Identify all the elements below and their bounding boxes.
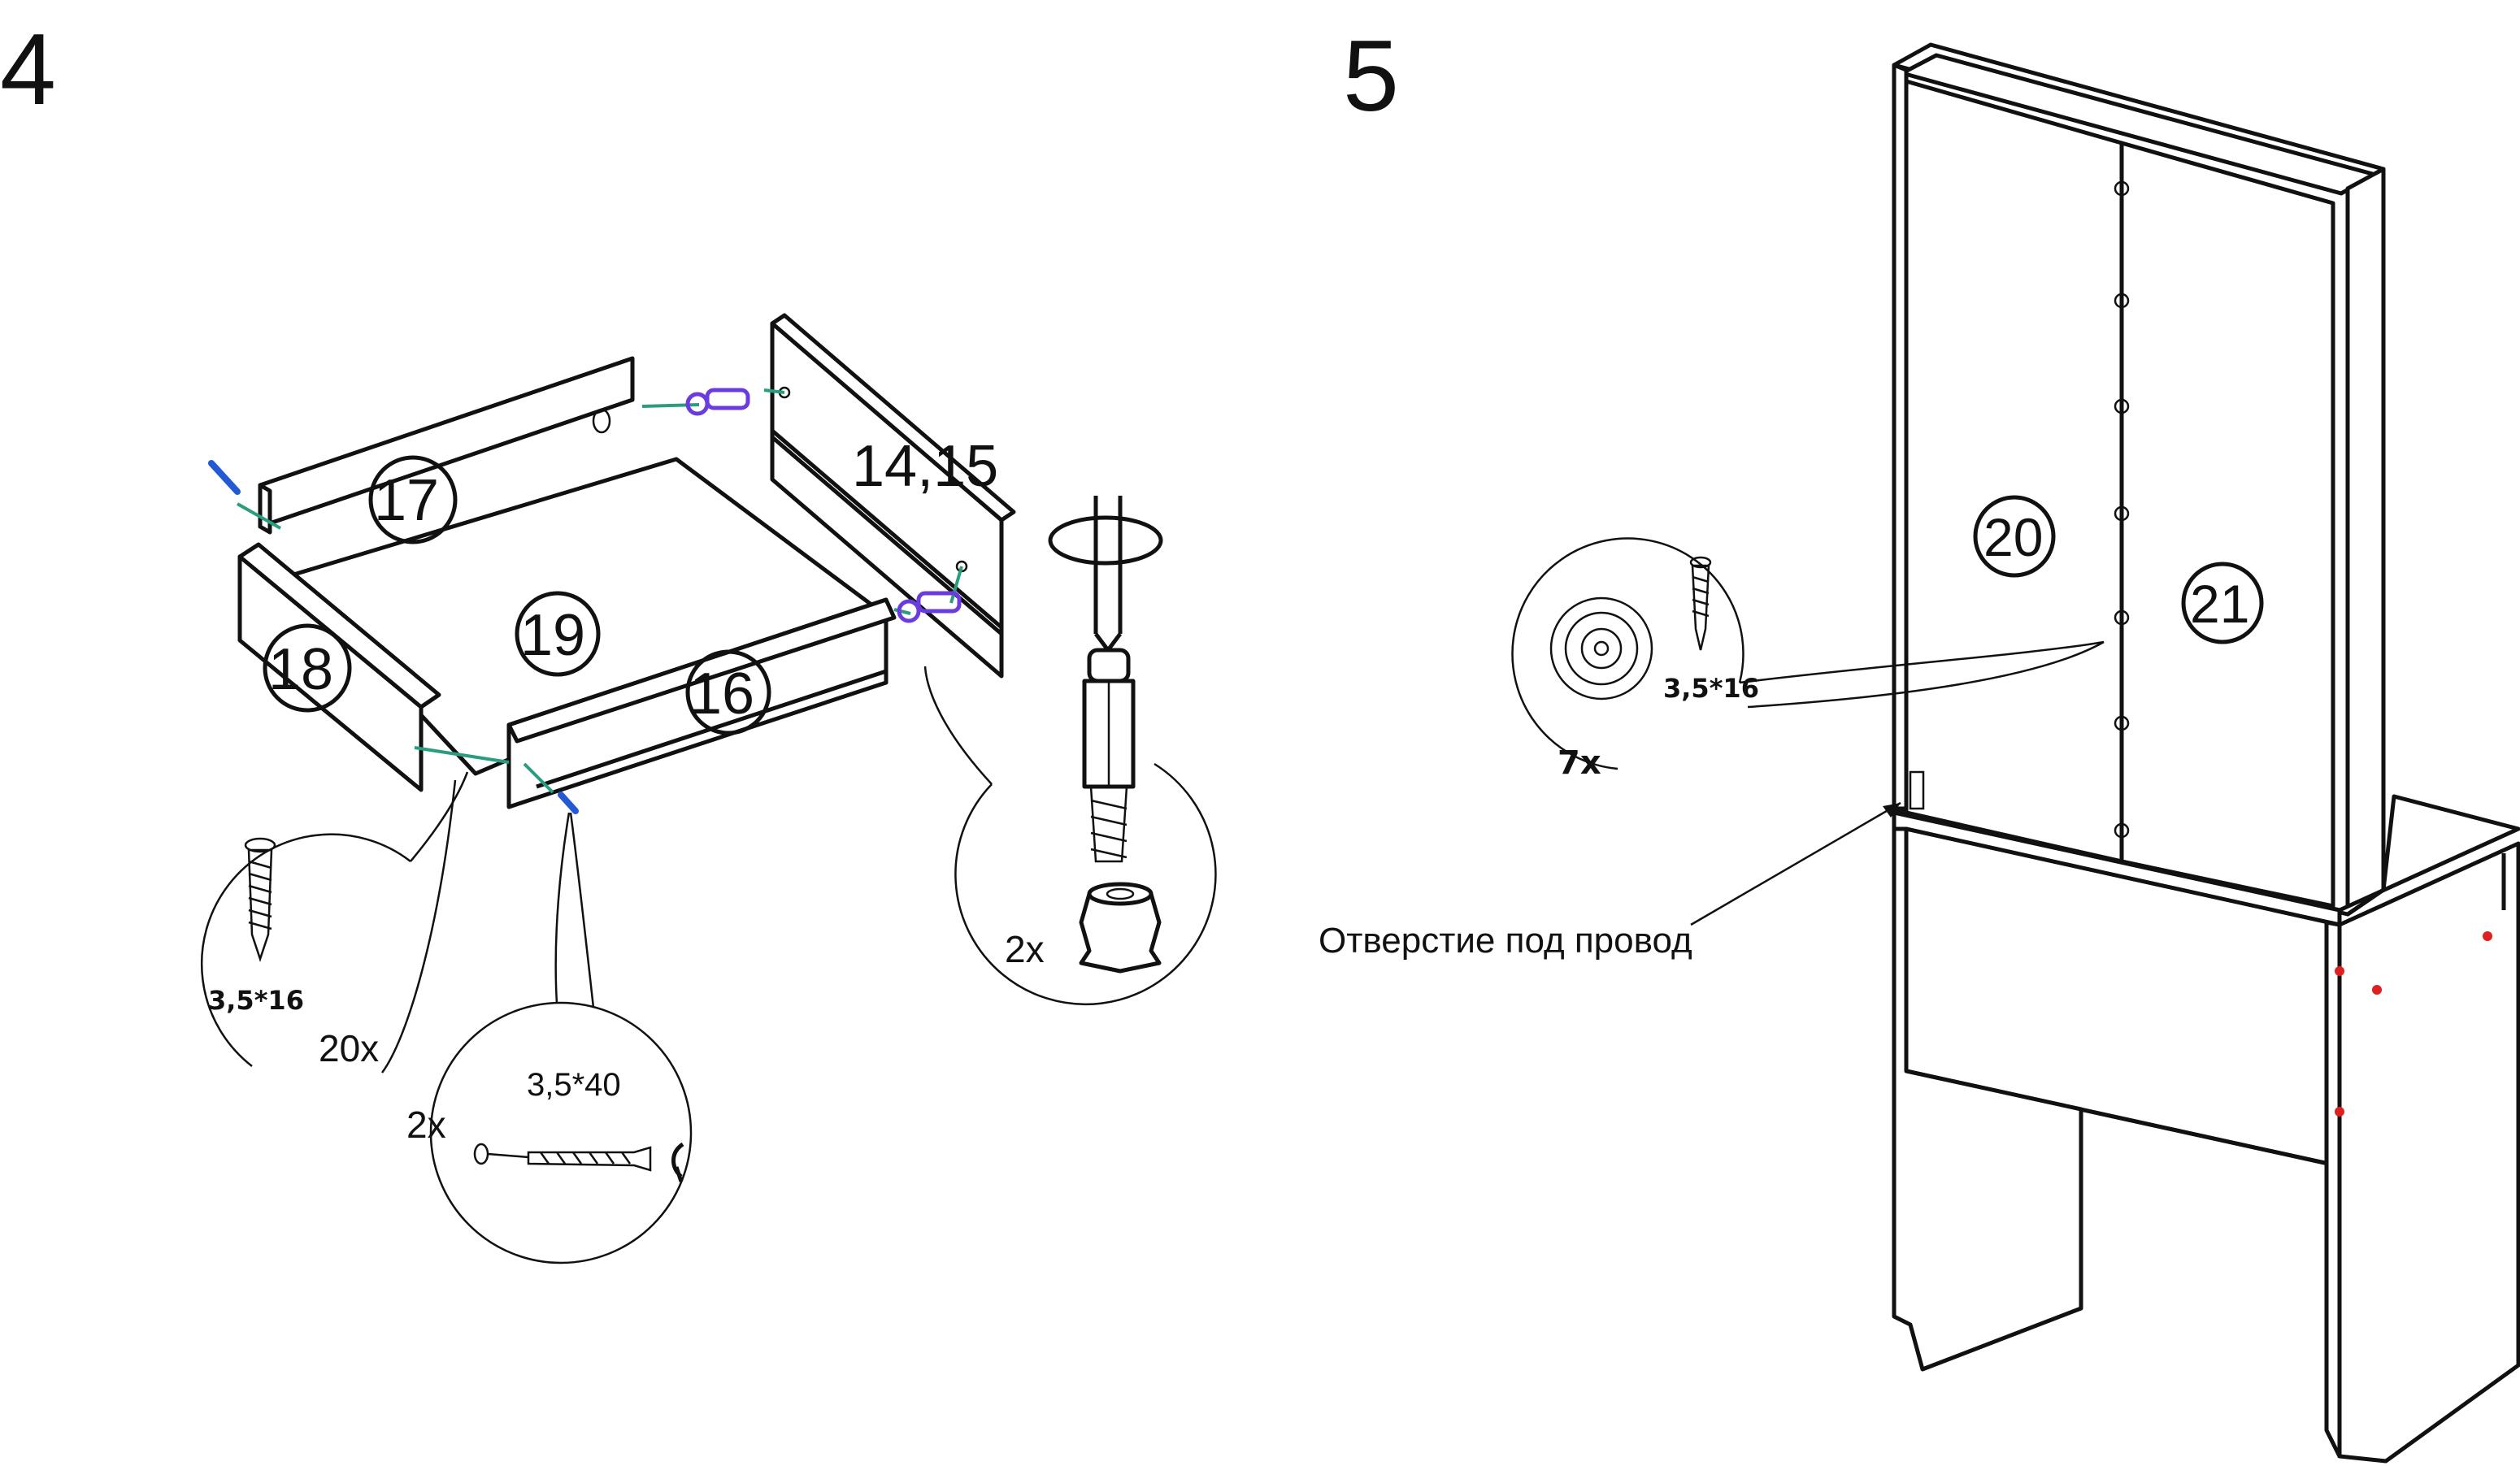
step-4: 4 [0, 14, 1217, 1264]
panel-18-top [237, 542, 441, 709]
red-marker [2372, 985, 2382, 995]
panel-16-top [506, 597, 897, 744]
label-circle-20 [1973, 495, 2056, 578]
label-circle-16 [685, 649, 771, 735]
connector-line [949, 566, 963, 604]
callout-bubble [429, 1001, 693, 1264]
cam-nut-icon [1079, 882, 1162, 974]
cam-lock-top [685, 388, 750, 416]
part-label-18: 18 [268, 637, 333, 702]
connector-line [641, 403, 700, 408]
left-leg [1892, 826, 2083, 1372]
cam-lock-right [897, 591, 962, 623]
part-label-19: 19 [520, 603, 585, 668]
panel-20 [1904, 79, 2124, 864]
connector-line [237, 502, 281, 530]
callout-leader [410, 771, 469, 862]
callout-bubble [954, 762, 1217, 1006]
screw-qty-c: 7x [1558, 744, 1601, 782]
panel-14-15-edge [770, 313, 1016, 523]
callout-screw-3-5x16-7x: 3,5*16 7x [1511, 537, 2105, 782]
screw-spec-b: 3,5*40 [527, 1067, 621, 1103]
part-label-17: 17 [374, 468, 439, 533]
screw-spec-c: 3,5*16 [1663, 673, 1759, 704]
label-circle-21 [2181, 562, 2264, 644]
screw-icon [244, 837, 276, 962]
wire-hole-marker [1909, 770, 1925, 810]
callout-screw-3-5x16: 3,5*16 20x [200, 771, 469, 1073]
callout-leader [554, 812, 571, 1004]
cam-callout: 2x [923, 666, 1217, 1006]
label-circle-17 [368, 455, 458, 544]
right-leg [2324, 920, 2342, 1459]
callout-leader [380, 779, 457, 1073]
arrow-head [1883, 803, 1901, 818]
cam-qty: 2x [1005, 928, 1045, 970]
long-screw-icon [473, 1142, 684, 1182]
note-leader [1690, 801, 1901, 926]
connector-line [763, 388, 785, 394]
label-circle-19 [515, 591, 601, 677]
panel-21 [2119, 141, 2335, 909]
callout-bubble [1511, 537, 1744, 770]
part-label-16: 16 [689, 661, 754, 726]
label-circle-18 [263, 623, 352, 713]
callout-leader [923, 666, 993, 785]
part-label-20: 20 [1983, 507, 2043, 567]
callout-screw-3-5x40: 3,5*40 2x [406, 812, 693, 1264]
part-label-21: 21 [2190, 574, 2249, 634]
screw-icon-small [1689, 556, 1712, 651]
cam-bolt-icon [1082, 648, 1136, 863]
red-marker [2483, 931, 2492, 941]
panel-14-15-groove [771, 429, 1003, 629]
mirror-frame-right [2345, 167, 2386, 917]
part-label-14-15: 14,15 [852, 434, 998, 499]
panel-17-front [258, 483, 272, 535]
step-4-number: 4 [0, 14, 56, 126]
red-marker [2335, 966, 2344, 976]
callout-bubble [200, 833, 411, 1067]
callout-leader [569, 812, 595, 1008]
dowel-blue [558, 792, 579, 814]
connector-line [893, 608, 911, 615]
screw-spec-a: 3,5*16 [208, 985, 304, 1016]
screw-cap-icon [1549, 596, 1653, 700]
panel-14-15-groove-2 [771, 436, 1003, 635]
connector-line [523, 762, 554, 794]
step-5-number: 5 [1343, 20, 1399, 132]
step-5: 5 20 21 [1319, 20, 2520, 1464]
screw-qty-a: 20x [319, 1027, 379, 1069]
seam-holes [2114, 180, 2130, 839]
wire-hole-note: Отверстие под провод [1319, 801, 1901, 961]
dowel-blue [208, 460, 241, 495]
screwdriver-icon [1048, 496, 1163, 653]
red-marker [2335, 1107, 2344, 1117]
connector-line [414, 746, 510, 764]
wire-hole-label: Отверстие под провод [1319, 921, 1692, 961]
callout-leader [1739, 640, 2105, 684]
callout-leader [1747, 640, 2105, 709]
panel-17-hole [592, 408, 611, 434]
screw-qty-b: 2x [406, 1104, 446, 1146]
